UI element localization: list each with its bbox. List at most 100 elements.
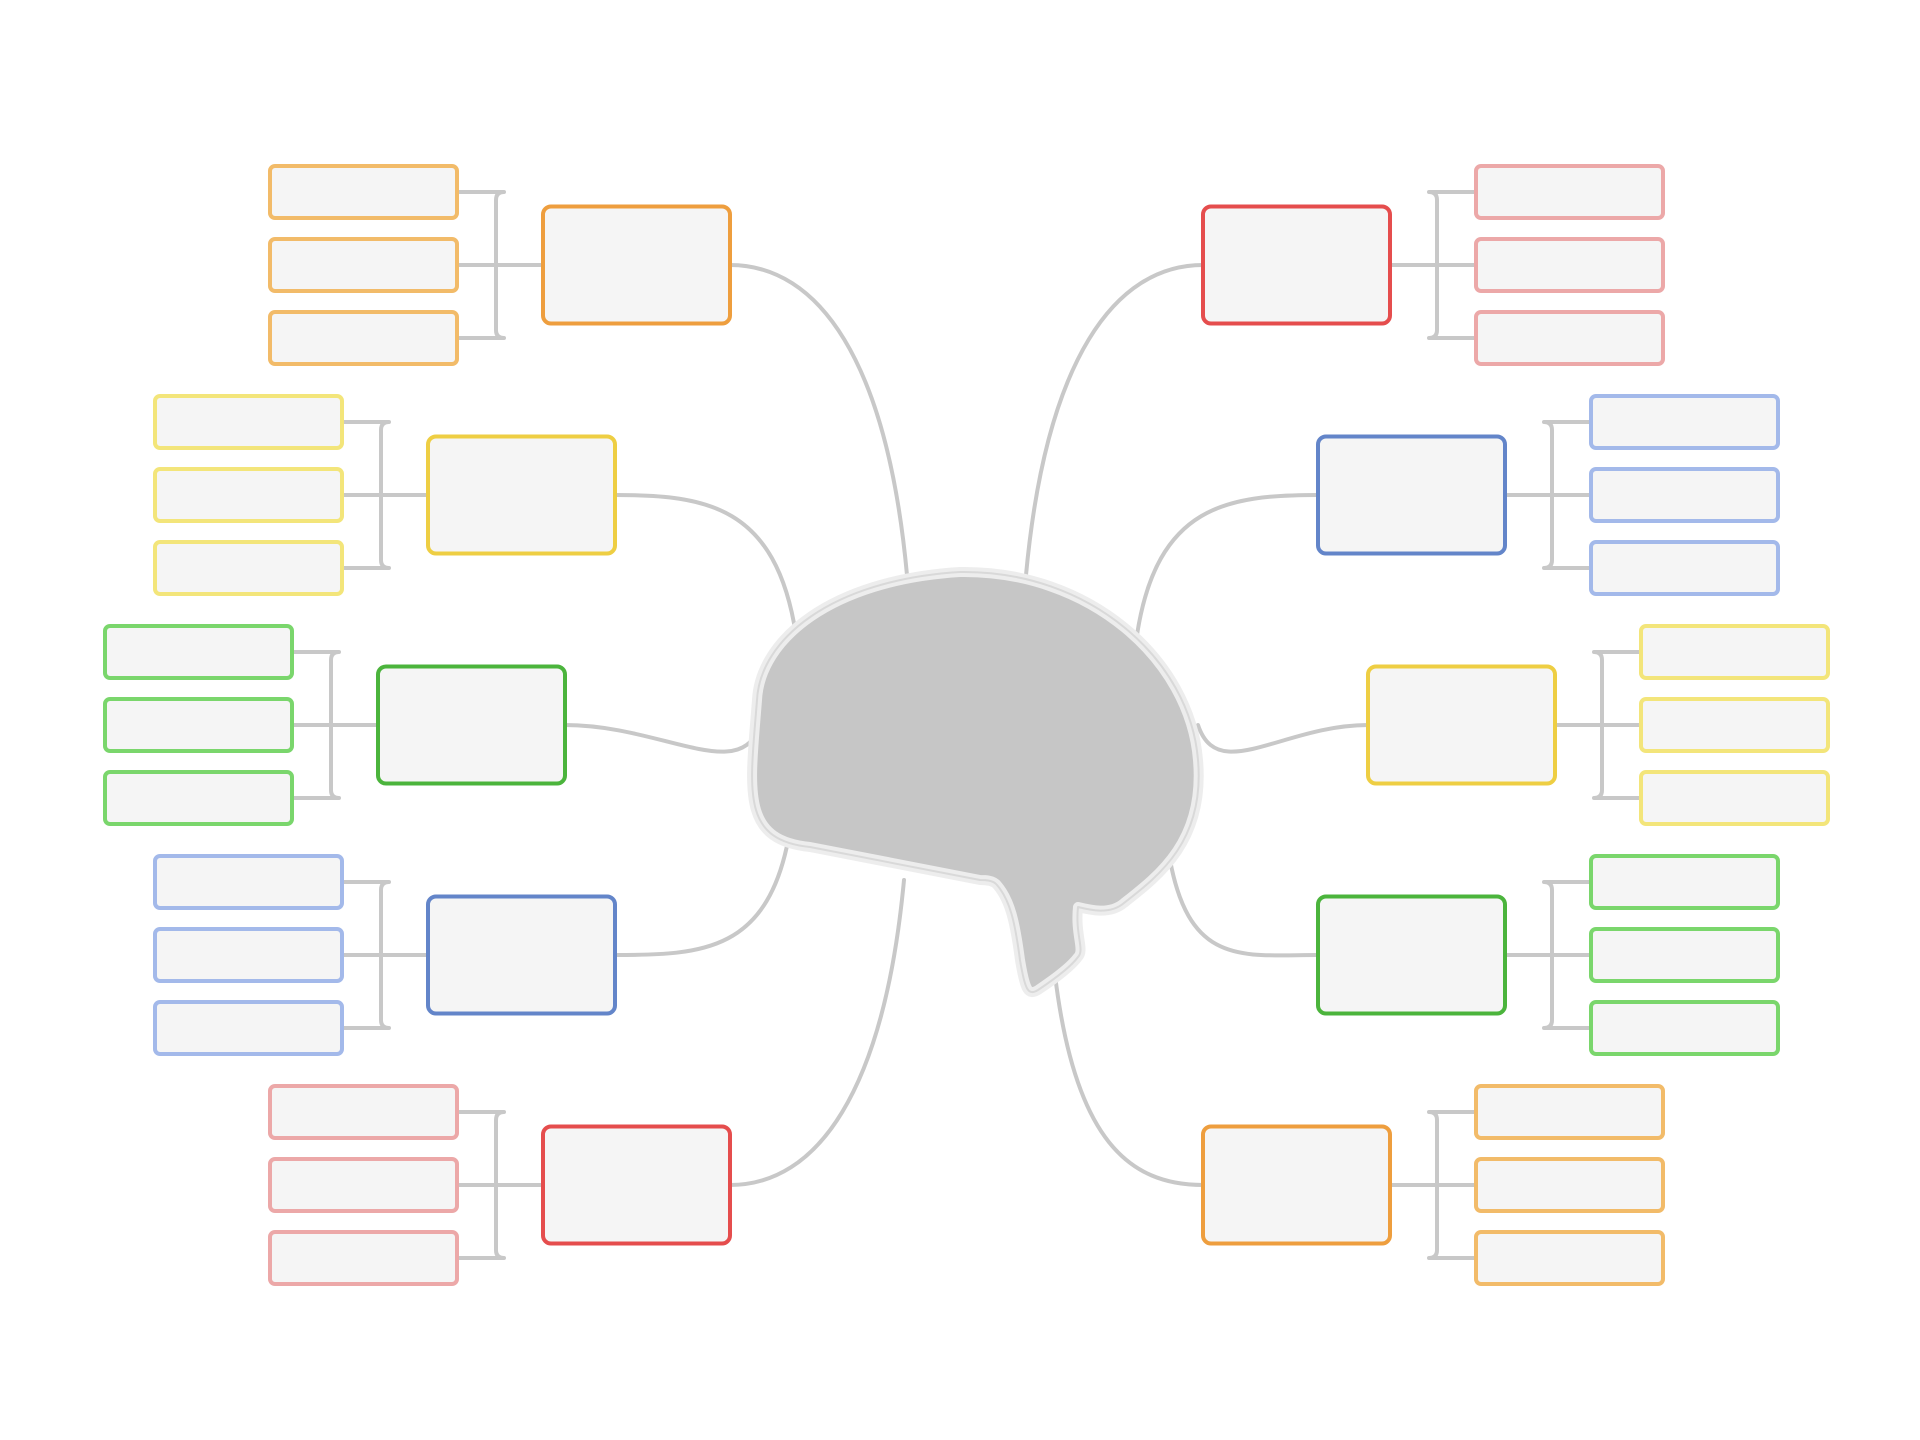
subtopic-box <box>1589 394 1780 450</box>
branch-connector-left-1 <box>728 263 909 577</box>
subtopic-right-2-1[interactable] <box>1589 394 1780 450</box>
subtopic-left-5-2[interactable] <box>268 1157 459 1213</box>
subtopic-right-4-3[interactable] <box>1589 1000 1780 1056</box>
subtopic-box <box>268 310 459 366</box>
branch-topic-left-5[interactable] <box>541 1124 732 1246</box>
subtopic-right-4-1[interactable] <box>1589 854 1780 910</box>
subtopic-box <box>153 467 344 523</box>
child-bracket-right-2 <box>1503 420 1593 570</box>
branch-topic-right-5[interactable] <box>1201 1124 1392 1246</box>
branch-topic-left-4[interactable] <box>426 894 617 1016</box>
branch-topic-box <box>1201 204 1392 326</box>
branch-connector-right-5 <box>1053 973 1205 1187</box>
subtopic-box <box>268 1084 459 1140</box>
subtopic-right-2-3[interactable] <box>1589 540 1780 596</box>
subtopic-right-1-3[interactable] <box>1474 310 1665 366</box>
subtopic-left-1-3[interactable] <box>268 310 459 366</box>
child-bracket-right-4 <box>1503 880 1593 1030</box>
subtopic-left-2-3[interactable] <box>153 540 344 596</box>
subtopic-box <box>1589 467 1780 523</box>
subtopic-box <box>268 164 459 220</box>
branch-topic-left-3[interactable] <box>376 664 567 786</box>
central-bubble-inner-line <box>751 570 1200 994</box>
branch-connector-right-4 <box>1168 858 1320 958</box>
branch-topic-right-3[interactable] <box>1366 664 1557 786</box>
subtopic-right-5-1[interactable] <box>1474 1084 1665 1140</box>
branch-topic-right-2[interactable] <box>1316 434 1507 556</box>
subtopic-box <box>103 770 294 826</box>
branch-topic-box <box>1316 894 1507 1016</box>
branch-topic-left-1[interactable] <box>541 204 732 326</box>
subtopic-left-4-1[interactable] <box>153 854 344 910</box>
subtopic-box <box>1589 854 1780 910</box>
subtopic-right-3-2[interactable] <box>1639 697 1830 753</box>
subtopic-left-5-1[interactable] <box>268 1084 459 1140</box>
subtopic-right-3-1[interactable] <box>1639 624 1830 680</box>
branch-topic-box <box>376 664 567 786</box>
subtopic-left-3-2[interactable] <box>103 697 294 753</box>
branch-topic-box <box>1316 434 1507 556</box>
branch-topic-right-1[interactable] <box>1201 204 1392 326</box>
subtopic-box <box>1474 310 1665 366</box>
subtopic-box <box>153 540 344 596</box>
subtopic-left-4-2[interactable] <box>153 927 344 983</box>
subtopic-box <box>1639 770 1830 826</box>
branch-topic-box <box>1201 1124 1392 1246</box>
subtopic-box <box>1474 1157 1665 1213</box>
branch-topic-left-2[interactable] <box>426 434 617 556</box>
subtopic-left-5-3[interactable] <box>268 1230 459 1286</box>
subtopic-box <box>1639 697 1830 753</box>
subtopic-box <box>1589 1000 1780 1056</box>
subtopic-box <box>1474 164 1665 220</box>
subtopic-box <box>103 624 294 680</box>
child-bracket-left-3 <box>290 650 380 800</box>
node-layer <box>103 164 1830 1286</box>
branch-connector-left-4 <box>613 828 792 957</box>
subtopic-box <box>1639 624 1830 680</box>
branch-connector-left-2 <box>613 493 798 637</box>
subtopic-left-4-3[interactable] <box>153 1000 344 1056</box>
subtopic-box <box>268 237 459 293</box>
subtopic-box <box>1474 1084 1665 1140</box>
central-topic[interactable] <box>747 566 1204 998</box>
branch-topic-box <box>541 204 732 326</box>
subtopic-right-4-2[interactable] <box>1589 927 1780 983</box>
subtopic-box <box>153 927 344 983</box>
child-bracket-right-5 <box>1388 1110 1478 1260</box>
subtopic-box <box>1589 540 1780 596</box>
subtopic-left-2-1[interactable] <box>153 394 344 450</box>
subtopic-box <box>1474 1230 1665 1286</box>
child-bracket-left-1 <box>455 190 545 340</box>
branch-topic-box <box>426 894 617 1016</box>
subtopic-left-1-1[interactable] <box>268 164 459 220</box>
subtopic-right-2-2[interactable] <box>1589 467 1780 523</box>
subtopic-right-3-3[interactable] <box>1639 770 1830 826</box>
subtopic-left-2-2[interactable] <box>153 467 344 523</box>
subtopic-box <box>103 697 294 753</box>
branch-connector-right-2 <box>1135 493 1320 637</box>
branch-topic-box <box>541 1124 732 1246</box>
branch-connector-right-3 <box>1196 723 1370 754</box>
subtopic-right-1-1[interactable] <box>1474 164 1665 220</box>
subtopic-left-1-2[interactable] <box>268 237 459 293</box>
subtopic-left-3-1[interactable] <box>103 624 294 680</box>
connector-layer <box>290 190 1643 1260</box>
child-bracket-right-3 <box>1553 650 1643 800</box>
subtopic-box <box>153 1000 344 1056</box>
branch-topic-box <box>1366 664 1557 786</box>
child-bracket-left-2 <box>340 420 430 570</box>
subtopic-box <box>1589 927 1780 983</box>
child-bracket-right-1 <box>1388 190 1478 340</box>
branch-connector-left-5 <box>728 878 906 1187</box>
subtopic-right-1-2[interactable] <box>1474 237 1665 293</box>
branch-topic-right-4[interactable] <box>1316 894 1507 1016</box>
subtopic-right-5-2[interactable] <box>1474 1157 1665 1213</box>
branch-connector-right-1 <box>1024 263 1205 577</box>
subtopic-left-3-3[interactable] <box>103 770 294 826</box>
branch-connector-left-3 <box>563 723 762 754</box>
subtopic-box <box>268 1230 459 1286</box>
child-bracket-left-5 <box>455 1110 545 1260</box>
subtopic-right-5-3[interactable] <box>1474 1230 1665 1286</box>
